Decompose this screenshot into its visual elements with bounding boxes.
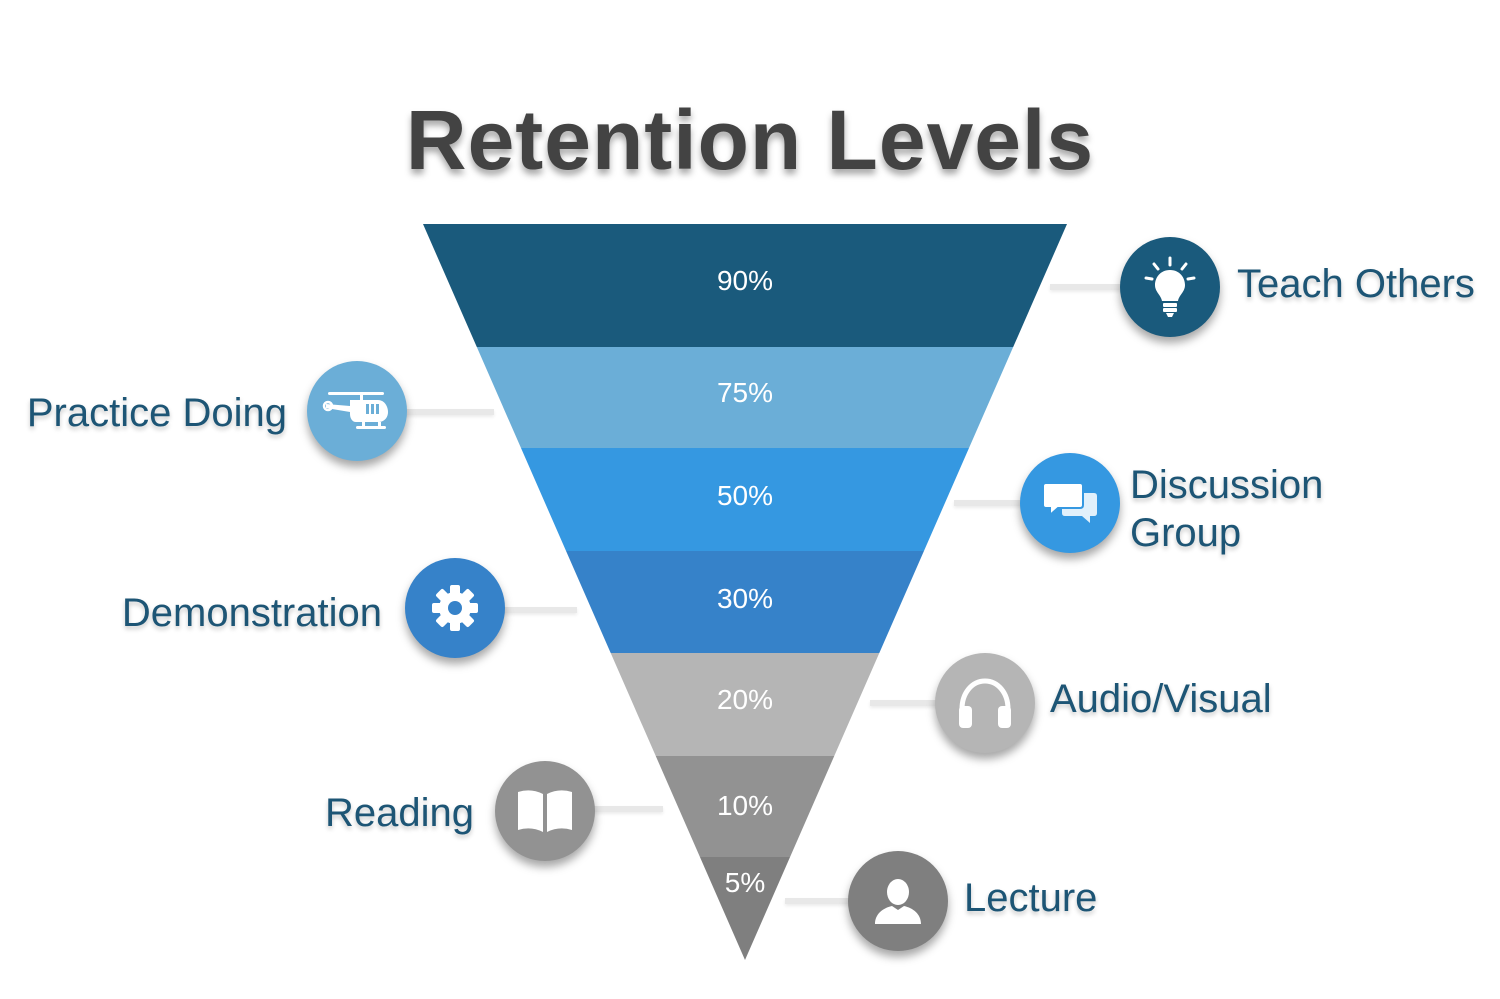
caption-discussion-group: Discussion Group bbox=[1130, 463, 1324, 555]
connector-lecture bbox=[785, 898, 859, 904]
funnel-segment-audio-visual bbox=[610, 653, 880, 756]
page-title: Retention Levels bbox=[405, 93, 1095, 187]
chat-bubbles-icon bbox=[1042, 482, 1097, 523]
funnel-segment-lecture bbox=[699, 857, 791, 960]
funnel-segment-practice-doing bbox=[476, 347, 1014, 448]
funnel-segment-reading bbox=[655, 756, 835, 857]
lightbulb-icon bbox=[1144, 256, 1196, 317]
percent-label-discussion-group: 50% bbox=[716, 480, 774, 511]
caption-reading: Reading bbox=[324, 791, 474, 835]
caption-lecture: Lecture bbox=[964, 876, 1098, 920]
headphones-icon bbox=[959, 678, 1011, 728]
connector-demonstration bbox=[495, 607, 577, 613]
caption-demonstration: Demonstration bbox=[121, 591, 382, 635]
connector-audio-visual bbox=[870, 700, 946, 706]
circle-teach-others bbox=[1120, 237, 1220, 337]
connector-practice-doing bbox=[398, 409, 494, 415]
circle-lecture bbox=[848, 851, 948, 951]
connector-discussion-group bbox=[954, 500, 1032, 506]
book-icon bbox=[518, 790, 572, 832]
person-icon bbox=[875, 879, 921, 924]
percent-label-practice-doing: 75% bbox=[716, 377, 774, 408]
funnel-segment-demonstration bbox=[566, 551, 924, 653]
funnel-segment-discussion-group bbox=[521, 448, 969, 551]
circle-practice-doing bbox=[307, 361, 407, 461]
caption-practice-doing: Practice Doing bbox=[26, 391, 287, 435]
percent-label-reading: 10% bbox=[716, 790, 774, 821]
circle-reading bbox=[495, 761, 595, 861]
percent-label-lecture: 5% bbox=[724, 867, 766, 898]
funnel-segment-teach-others bbox=[423, 224, 1067, 347]
circle-demonstration bbox=[405, 558, 505, 658]
percent-label-audio-visual: 20% bbox=[716, 684, 774, 715]
circle-discussion-group bbox=[1020, 453, 1120, 553]
connector-reading bbox=[583, 806, 663, 812]
percent-label-demonstration: 30% bbox=[716, 583, 774, 614]
caption-audio-visual: Audio/Visual bbox=[1050, 677, 1272, 721]
circle-audio-visual bbox=[935, 653, 1035, 753]
gear-icon bbox=[432, 585, 478, 631]
helicopter-icon bbox=[322, 392, 388, 429]
connector-teach-others bbox=[1050, 284, 1130, 290]
caption-teach-others: Teach Others bbox=[1237, 262, 1475, 306]
percent-label-teach-others: 90% bbox=[716, 265, 774, 296]
